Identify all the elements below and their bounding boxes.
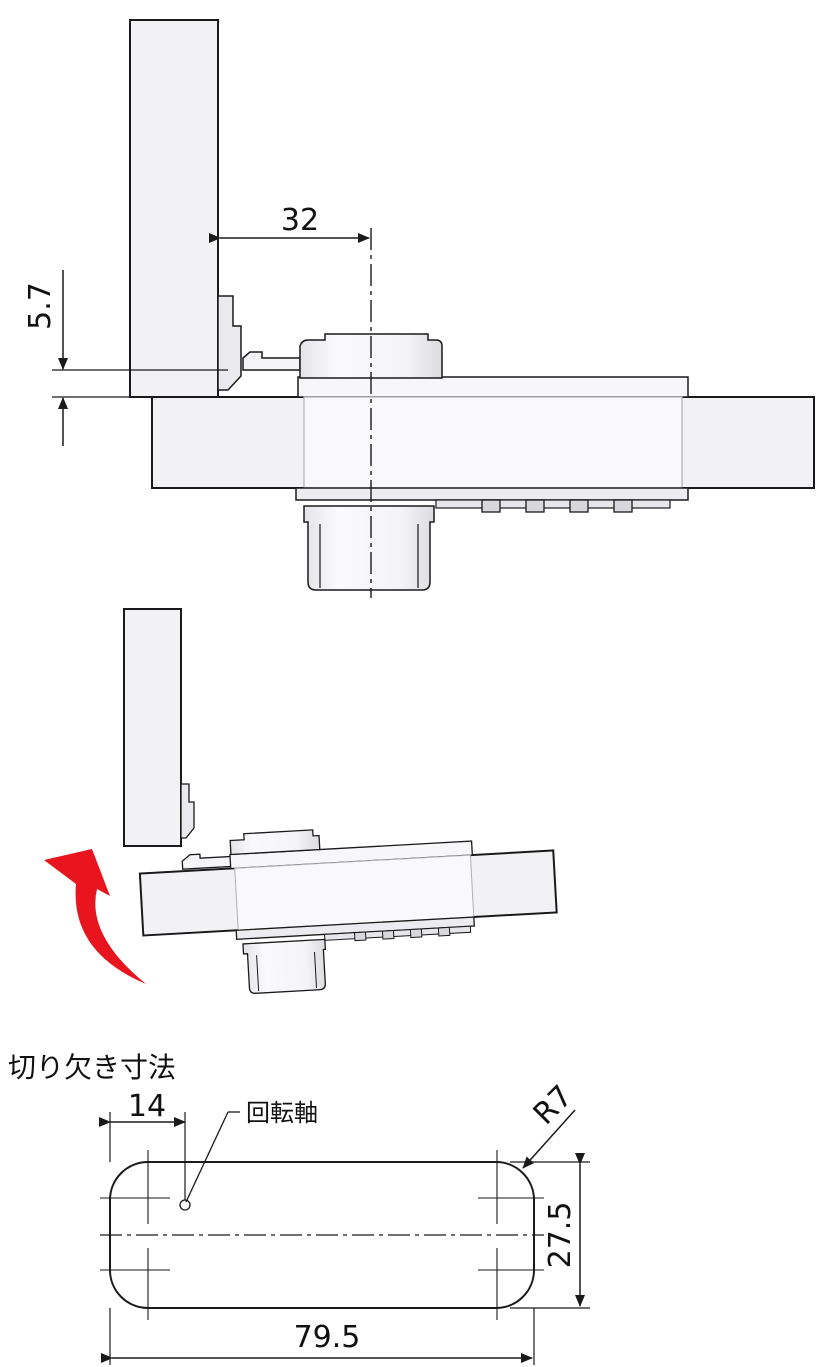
closed-state-view <box>129 19 815 598</box>
key-cylinder <box>303 505 435 591</box>
dimension-32-label: 32 <box>281 203 319 238</box>
strike-bracket-open <box>180 783 195 839</box>
latch-body <box>303 396 683 489</box>
dimension-r7-label: R7 <box>527 1079 580 1132</box>
dimension-27-5: 27.5 <box>510 1153 590 1309</box>
dimension-79-5-label: 79.5 <box>294 1320 361 1355</box>
dimension-79-5: 79.5 <box>101 1308 535 1365</box>
latch-tongue-open <box>181 853 236 870</box>
door-panel-open <box>123 608 182 847</box>
dimension-r7: R7 <box>522 1079 580 1169</box>
dimension-5-7: 5.7 <box>23 270 228 446</box>
dimension-5-7-label: 5.7 <box>23 282 58 330</box>
pivot-hole <box>179 1199 191 1211</box>
pivot-axis-label: 回転軸 <box>246 1099 318 1127</box>
latch-bottom-flange <box>295 487 689 501</box>
pivot-axis-callout: 回転軸 <box>185 1099 318 1203</box>
dimension-14-label: 14 <box>128 1089 166 1124</box>
rotation-arrow <box>44 849 146 984</box>
cutout-title: 切り欠き寸法 <box>8 1051 176 1084</box>
screw-bosses <box>481 499 633 513</box>
key-cylinder-open <box>242 938 327 994</box>
corner-center-marks <box>100 1150 544 1320</box>
dimension-27-5-label: 27.5 <box>543 1202 578 1269</box>
opening-state-view <box>44 608 558 994</box>
latch-housing-flange <box>297 376 689 398</box>
latch-tongue <box>242 351 301 371</box>
latch-rail <box>435 499 671 509</box>
latch-cap-open <box>229 829 321 856</box>
dimension-14: 14 <box>99 1089 186 1200</box>
strike-bracket <box>217 295 242 391</box>
dimension-32: 32 <box>209 203 370 243</box>
cutout-diagram <box>100 1150 544 1320</box>
door-panel <box>129 19 219 398</box>
